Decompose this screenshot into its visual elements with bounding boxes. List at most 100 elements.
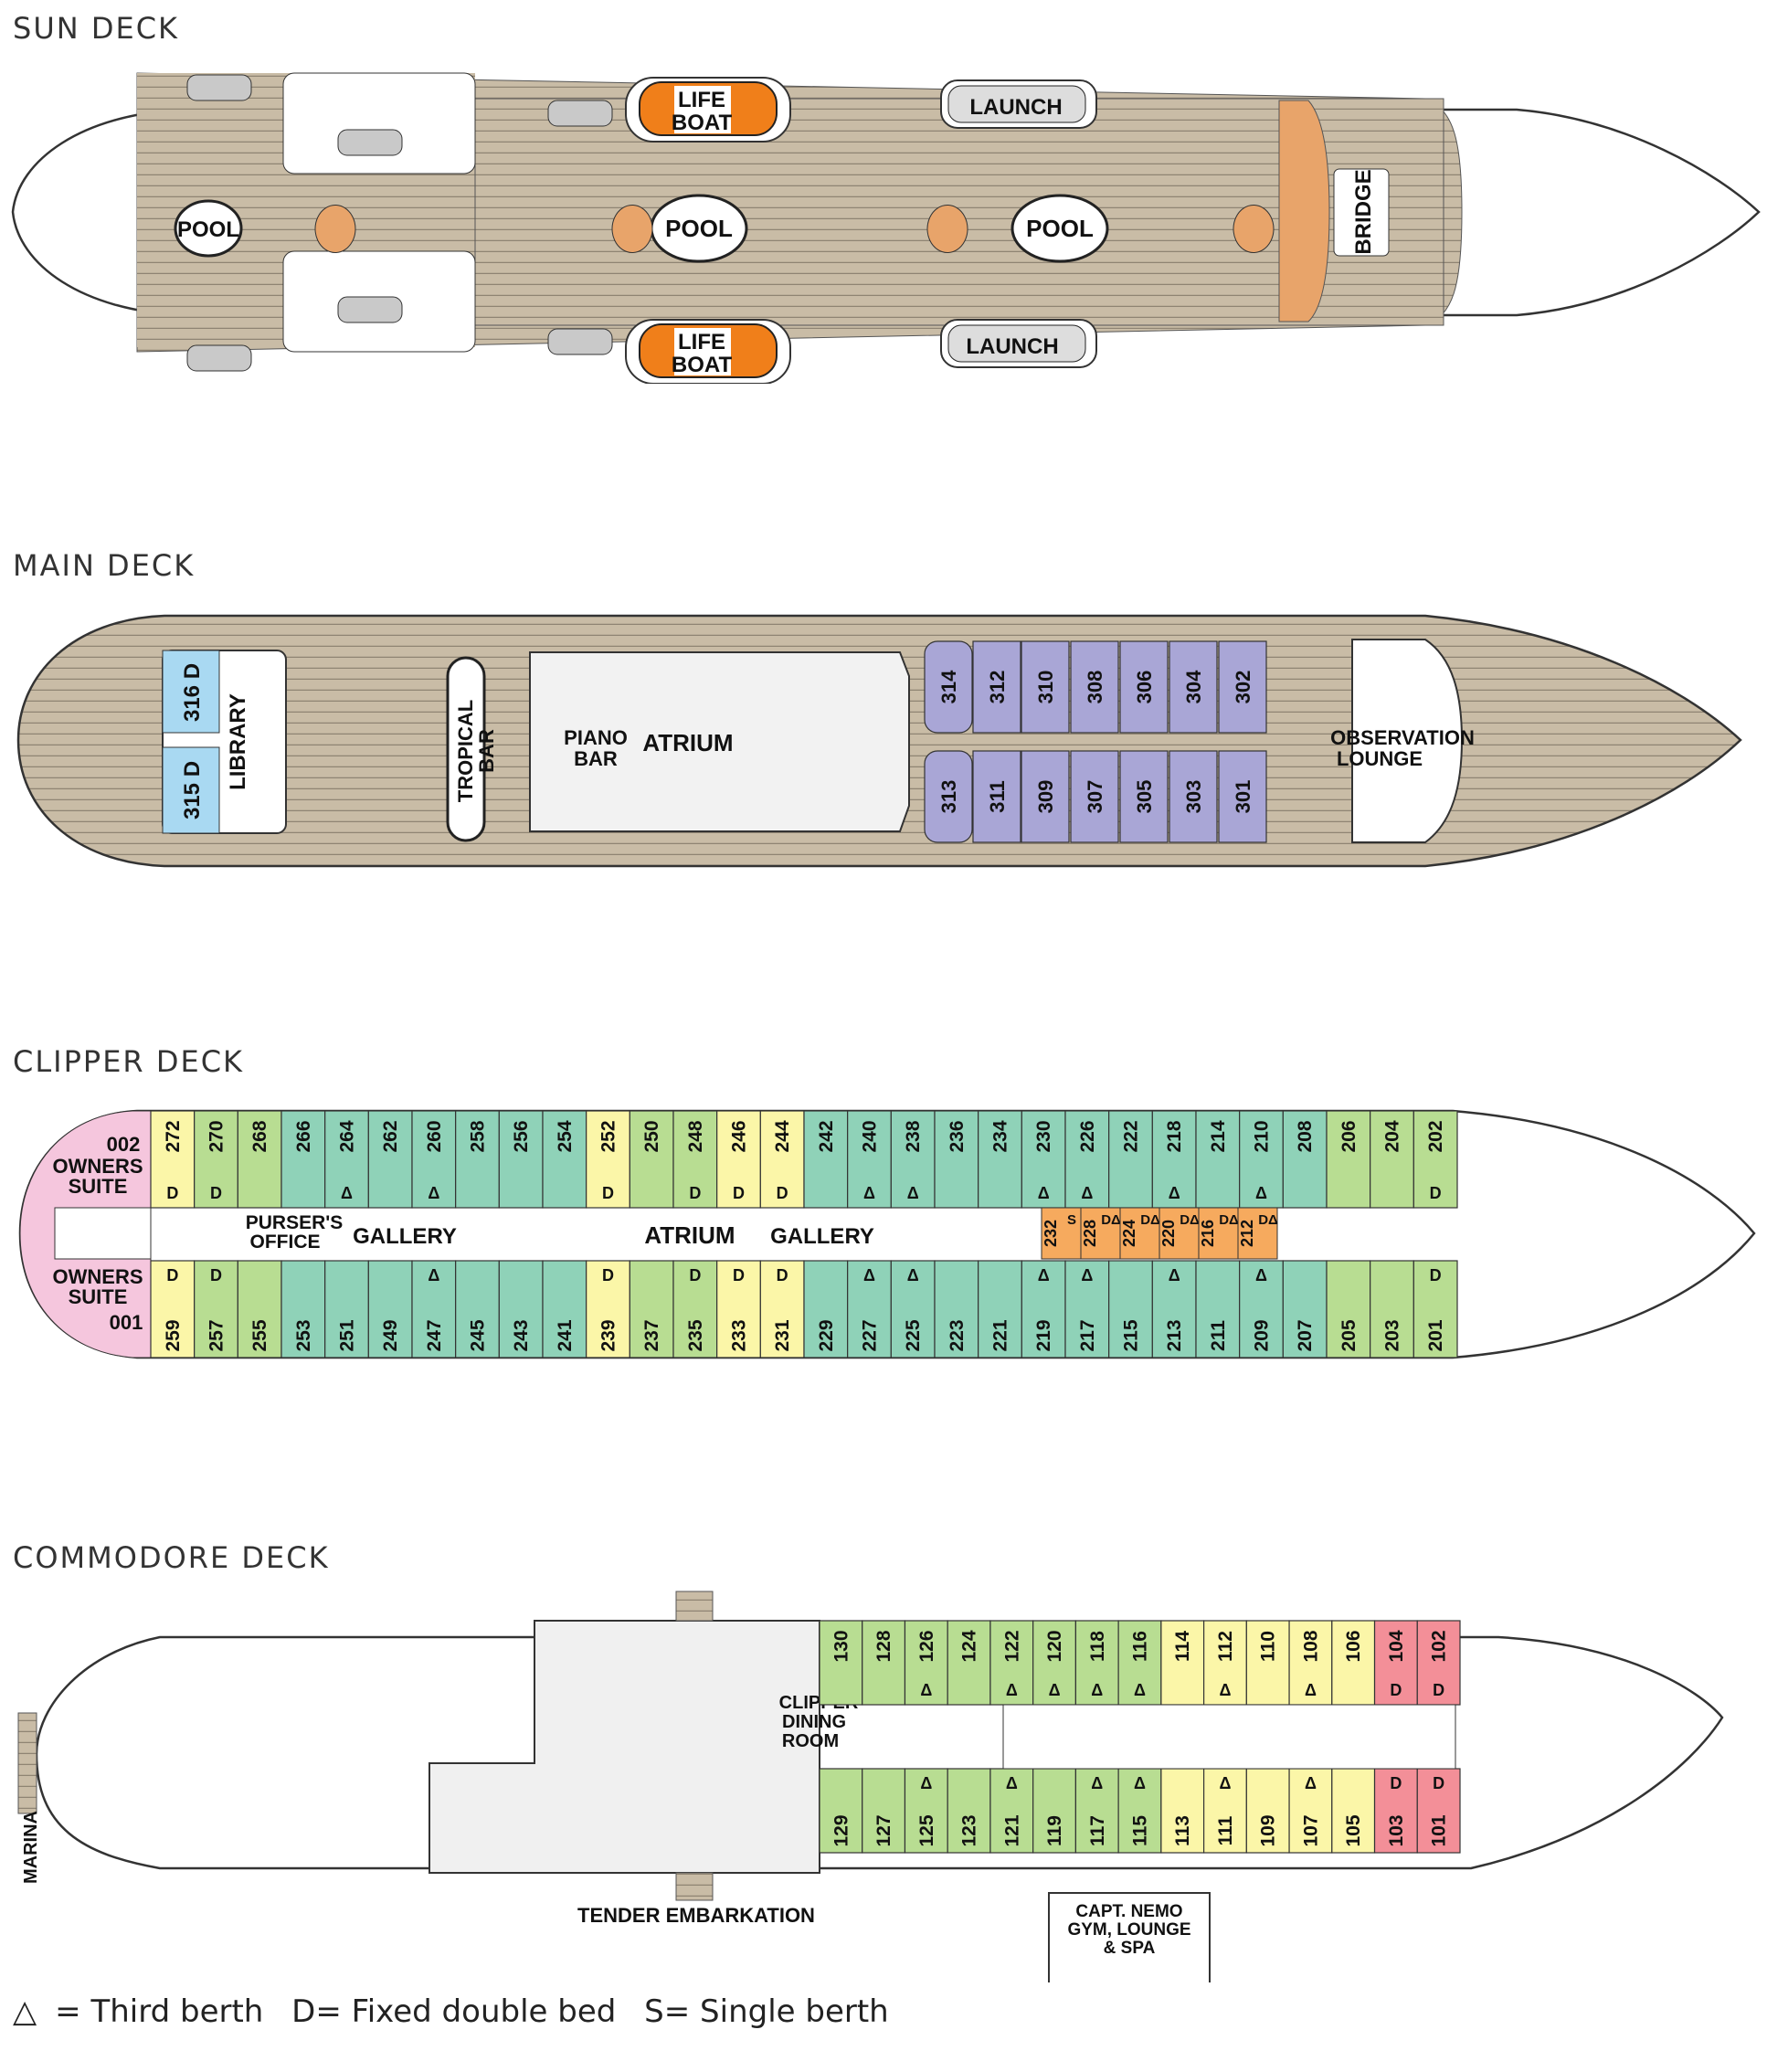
cabin-250-number: 250 — [641, 1120, 662, 1152]
cabin-127 — [862, 1768, 906, 1854]
sun-deck-plan: POOL POOL POOL LIFE BOAT LIFE BOAT LAUNC… — [11, 72, 1761, 384]
cabin-310 — [1021, 640, 1070, 734]
cabin-302-number: 302 — [1232, 671, 1254, 704]
cabin-229 — [803, 1260, 849, 1358]
cabin-216-marker: DΔ — [1219, 1212, 1239, 1228]
pool-label-2: POOL — [665, 215, 733, 242]
cabin-128 — [862, 1620, 906, 1706]
cabin-122-number: 122 — [1001, 1630, 1022, 1662]
cabin-304 — [1169, 640, 1218, 734]
cabin-245 — [455, 1260, 500, 1358]
gallery-label-1: GALLERY — [353, 1224, 457, 1249]
cabin-117-number: 117 — [1087, 1815, 1108, 1846]
cabin-234-number: 234 — [990, 1120, 1011, 1152]
cabin-306 — [1119, 640, 1169, 734]
cabin-232-marker: S — [1067, 1212, 1076, 1228]
cabin-219-number: 219 — [1033, 1319, 1054, 1351]
cabin-226-marker: Δ — [1081, 1184, 1093, 1202]
legend-single: S= Single berth — [644, 1993, 889, 2030]
cabin-215 — [1108, 1260, 1153, 1358]
clipper-deck-title: CLIPPER DECK — [13, 1044, 245, 1079]
cabin-264 — [324, 1110, 369, 1209]
cabin-256 — [498, 1110, 544, 1209]
cabin-243-number: 243 — [511, 1319, 532, 1351]
cabin-219 — [1021, 1260, 1066, 1358]
commodore-deck-plan: MARINA CLIPPER DINING ROOM TENDER EMBARK… — [17, 1591, 1724, 1982]
cabin-221-number: 221 — [990, 1319, 1011, 1351]
cabin-112-number: 112 — [1215, 1631, 1236, 1662]
cabin-204-number: 204 — [1382, 1120, 1403, 1152]
piano-bar-line1: PIANO — [564, 726, 628, 749]
cabin-254 — [542, 1110, 587, 1209]
cabin-123-number: 123 — [959, 1814, 980, 1846]
piano-bar-line2: BAR — [574, 747, 618, 770]
cabin-115-marker: Δ — [1134, 1774, 1146, 1792]
cabin-233-marker: D — [733, 1266, 745, 1284]
cabin-101-number: 101 — [1429, 1814, 1450, 1846]
cabin-270-marker: D — [210, 1184, 222, 1202]
cabin-227-marker: Δ — [863, 1266, 875, 1284]
nemo-line2: GYM, LOUNGE — [1067, 1920, 1190, 1940]
cabin-227 — [847, 1260, 892, 1358]
cabin-216 — [1198, 1207, 1239, 1260]
cabin-270-number: 270 — [206, 1120, 227, 1152]
cabin-270 — [194, 1110, 238, 1209]
main-deck-title: MAIN DECK — [13, 548, 196, 583]
cabin-206-number: 206 — [1338, 1120, 1360, 1152]
sun-deck-title: SUN DECK — [13, 11, 180, 46]
cabin-121-marker: Δ — [1006, 1774, 1018, 1792]
cabin-240-marker: Δ — [863, 1184, 875, 1202]
cabin-228-number: 228 — [1081, 1220, 1099, 1247]
cabin-215-number: 215 — [1121, 1319, 1142, 1351]
cabin-121-number: 121 — [1001, 1814, 1022, 1846]
cabin-260-marker: Δ — [428, 1184, 439, 1202]
cabin-126 — [904, 1620, 948, 1706]
cabin-202 — [1413, 1110, 1458, 1209]
cabin-210-marker: Δ — [1255, 1184, 1267, 1202]
atrium-label: ATRIUM — [642, 729, 733, 756]
cabin-249-number: 249 — [380, 1319, 401, 1351]
cabin-239-number: 239 — [598, 1319, 619, 1351]
cabin-246-number: 246 — [729, 1120, 750, 1152]
cabin-217-marker: Δ — [1081, 1266, 1093, 1284]
main-deck-plan: 316 D 315 D LIBRARY TROPICAL BAR PIANO B… — [16, 614, 1742, 868]
cabin-252-marker: D — [602, 1184, 614, 1202]
cabin-212-number: 212 — [1238, 1220, 1256, 1247]
commodore-deck-title: COMMODORE DECK — [13, 1540, 330, 1575]
owners-001-line1: OWNERS — [53, 1265, 143, 1288]
cabin-119-number: 119 — [1044, 1815, 1065, 1846]
cabin-255 — [237, 1260, 282, 1358]
cabin-107-marker: Δ — [1305, 1774, 1317, 1792]
cabin-116-number: 116 — [1130, 1631, 1151, 1662]
cabin-218 — [1151, 1110, 1197, 1209]
cabin-109-number: 109 — [1258, 1814, 1279, 1846]
dining-line3: ROOM — [782, 1731, 839, 1751]
cabin-213-marker: Δ — [1169, 1266, 1180, 1284]
cabin-115 — [1117, 1768, 1162, 1854]
cabin-239-marker: D — [602, 1266, 614, 1284]
cabin-312-number: 312 — [986, 671, 1009, 704]
cabin-120-marker: Δ — [1049, 1681, 1061, 1699]
clipper-atrium-label: ATRIUM — [644, 1221, 735, 1249]
cabin-224-number: 224 — [1120, 1220, 1138, 1247]
cabin-112 — [1202, 1620, 1247, 1706]
library-label: LIBRARY — [226, 693, 250, 790]
cabin-306-number: 306 — [1133, 671, 1156, 704]
cabin-315-label: 315 D — [180, 761, 205, 819]
cabin-230-marker: Δ — [1038, 1184, 1050, 1202]
cabin-272-number: 272 — [163, 1120, 184, 1152]
cabin-228-marker: DΔ — [1101, 1212, 1121, 1228]
pool-label-1: POOL — [177, 217, 239, 242]
cabin-209-number: 209 — [1252, 1319, 1273, 1351]
cabin-218-number: 218 — [1164, 1120, 1185, 1152]
cabin-242 — [803, 1110, 849, 1209]
cabin-266-number: 266 — [293, 1120, 314, 1152]
cabin-309-number: 309 — [1034, 780, 1057, 814]
cabin-205-number: 205 — [1338, 1319, 1360, 1351]
cabin-241-number: 241 — [555, 1319, 576, 1351]
cabin-316-label: 316 D — [180, 663, 205, 722]
cabin-105 — [1331, 1768, 1376, 1854]
cabin-114-number: 114 — [1172, 1631, 1193, 1662]
cabin-308-number: 308 — [1084, 671, 1106, 704]
cabin-257-marker: D — [210, 1266, 222, 1284]
